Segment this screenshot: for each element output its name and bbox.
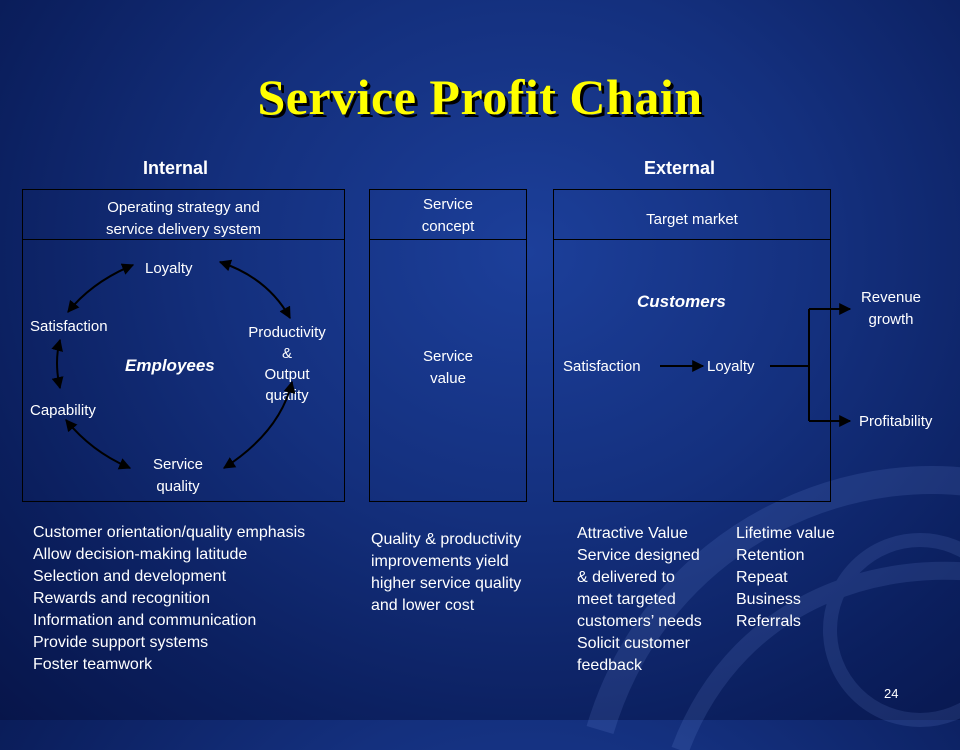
list-item: Solicit customer [577, 635, 690, 652]
list-item: & delivered to [577, 569, 675, 586]
service-concept-line1: Service [422, 196, 474, 213]
list-item: higher service quality [371, 575, 522, 592]
operating-strategy-label: Operating strategy and service delivery … [22, 197, 345, 241]
revenue-growth-line2: growth [868, 311, 914, 328]
operating-strategy-line2: service delivery system [105, 221, 262, 238]
productivity-line1: Productivity [248, 324, 326, 341]
service-concept-label: Service concept [369, 194, 527, 238]
list-item: Attractive Value [577, 525, 688, 542]
cycle-service-quality: Service quality [128, 454, 228, 498]
arrow-satisfaction-capability [51, 338, 64, 390]
list-item: Repeat [736, 569, 788, 586]
list-item: meet targeted [577, 591, 676, 608]
slide-number: 24 [884, 686, 899, 701]
customer-loyalty-label: Loyalty [707, 358, 755, 375]
list-item: Service designed [577, 547, 700, 564]
list-item: Allow decision-making latitude [33, 546, 248, 563]
cycle-capability: Capability [30, 402, 96, 419]
customers-box [553, 189, 831, 502]
list-item: Provide support systems [33, 634, 209, 651]
list-item: Lifetime value [736, 525, 835, 542]
list-item: customers’ needs [577, 613, 702, 630]
list-item: Business [736, 591, 801, 608]
employees-box-divider [22, 239, 345, 240]
arrow-satisfaction-loyalty [67, 263, 135, 313]
arrow-productivity-service-quality [222, 380, 296, 469]
arrow-loyalty-productivity [218, 259, 291, 320]
customers-box-divider [553, 239, 831, 240]
heading-external: External [644, 158, 716, 178]
profitability-label: Profitability [859, 413, 933, 430]
connector-loyalty-outcomes [770, 309, 810, 421]
list-item: Retention [736, 547, 805, 564]
arrow-capability-service-quality [65, 419, 132, 470]
list-item: improvements yield [371, 553, 509, 570]
customers-label: Customers [637, 292, 726, 311]
productivity-line2: & [281, 345, 292, 362]
service-concept-line2: concept [421, 218, 475, 235]
cycle-loyalty: Loyalty [145, 260, 193, 277]
revenue-growth-label: Revenue growth [846, 287, 936, 331]
list-item: feedback [577, 657, 642, 674]
service-value-line1: Service [422, 348, 474, 365]
productivity-line3: Output [264, 366, 310, 383]
list-item: Customer orientation/quality emphasis [33, 524, 306, 541]
employees-label: Employees [125, 356, 215, 375]
target-market-label: Target market [646, 211, 738, 228]
list-item: Rewards and recognition [33, 590, 210, 607]
service-quality-line1: Service [152, 456, 204, 473]
customer-satisfaction-label: Satisfaction [563, 358, 641, 375]
service-concept-list: Quality & productivity improvements yield… [371, 529, 521, 617]
service-concept-box [369, 189, 527, 502]
diagram-connectors [51, 259, 852, 470]
list-item: Selection and development [33, 568, 227, 585]
list-item: Quality & productivity [371, 531, 522, 548]
list-item: and lower cost [371, 597, 475, 614]
service-concept-divider [369, 239, 527, 240]
heading-internal: Internal [143, 158, 209, 178]
service-value-line2: value [430, 370, 466, 387]
operating-strategy-line1: Operating strategy and [107, 199, 260, 216]
service-quality-line2: quality [156, 478, 200, 495]
list-item: Foster teamwork [33, 656, 153, 673]
employees-box [22, 189, 345, 502]
revenue-growth-line1: Revenue [860, 289, 922, 306]
cycle-satisfaction: Satisfaction [30, 318, 108, 335]
slide-title: Service Profit Chain [257, 69, 703, 125]
list-item: Referrals [736, 613, 801, 630]
service-value-label: Service value [369, 346, 527, 390]
list-item: Information and communication [33, 612, 257, 629]
